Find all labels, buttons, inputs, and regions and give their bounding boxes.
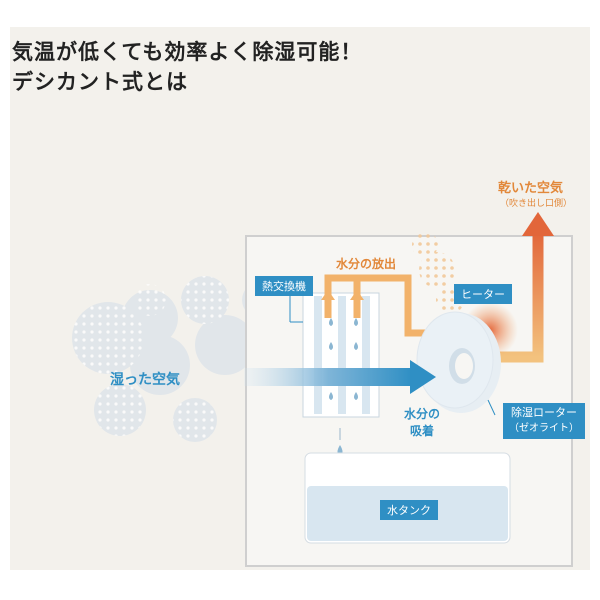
dry-air-sublabel: （吹き出し口側） xyxy=(500,199,573,209)
water-tank-badge: 水タンク xyxy=(380,500,438,520)
humid-air-arrow xyxy=(244,360,436,394)
heat-exchanger xyxy=(302,292,380,418)
moisture-absorb-label-2: 吸着 xyxy=(410,424,435,438)
rotor-sublabel: （ゼオライト） xyxy=(509,423,579,434)
heat-exchanger-badge: 熱交換機 xyxy=(255,276,313,296)
dry-air-label: 乾いた空気 xyxy=(498,181,564,196)
moisture-release-label: 水分の放出 xyxy=(336,257,397,271)
dehumidifier-rotor xyxy=(416,311,501,413)
heater-badge: ヒーター xyxy=(454,284,512,304)
headline-line-1: 気温が低くても効率よく除湿可能！ xyxy=(12,40,363,64)
moisture-release-flow xyxy=(321,274,446,337)
headline-line-2: デシカント式とは xyxy=(12,70,188,94)
rotor-badge: 除湿ローター （ゼオライト） xyxy=(503,403,585,439)
rotor-label: 除湿ローター xyxy=(511,406,577,419)
humid-air-label: 湿った空気 xyxy=(110,372,180,388)
moisture-absorb-label-1: 水分の xyxy=(404,407,441,421)
water-tank xyxy=(304,452,511,544)
humid-air-cloud xyxy=(72,276,278,442)
